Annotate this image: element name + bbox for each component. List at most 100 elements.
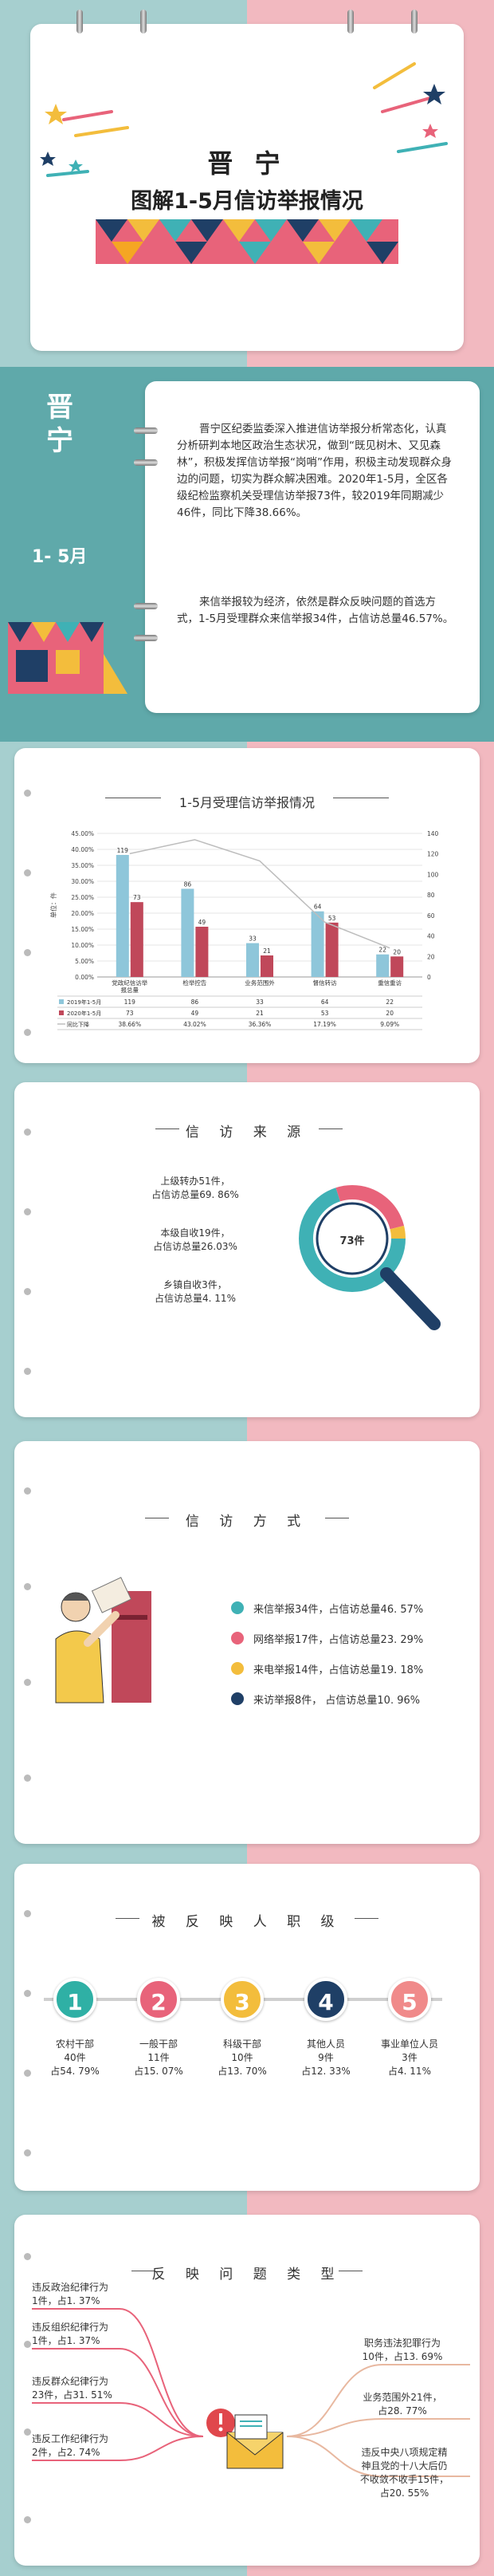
issue-right-3-type-a: 违反中央八项规定精: [361, 2447, 448, 2458]
rank-number-badge: 3: [221, 1978, 264, 2021]
y-left-tick-label: 30.00%: [71, 878, 94, 885]
binder-ring: [134, 603, 158, 609]
legend-label: 同比下降: [67, 1021, 89, 1028]
binder-ring: [76, 10, 83, 33]
bar-2020-value: 53: [328, 915, 336, 922]
rank-count: 10件: [231, 2052, 253, 2063]
title-rule: [355, 1918, 378, 1919]
table-cell: 20: [386, 1010, 394, 1017]
bar-2020: [390, 956, 404, 977]
chart-card: [14, 748, 480, 1063]
issue-right-3-type-b: 神且党的十八大后仍: [361, 2460, 448, 2472]
issue-right-2: 业务范围外21件， 占28. 77%: [343, 2391, 462, 2418]
intro-paragraph-1: 晋宁区纪委监委深入推进信访举报分析常态化，认真分析研判本地区政治生态状况，做到“…: [177, 423, 452, 519]
chart-section: 1-5月受理信访举报情况 45.00%40.00%35.00%30.00%25.…: [0, 742, 494, 1073]
issue-left-3-type: 违反群众纪律行为: [32, 2376, 109, 2387]
bar-2019-value: 119: [117, 847, 129, 854]
rank-count: 9件: [318, 2052, 334, 2063]
y-left-tick-label: 10.00%: [71, 942, 94, 949]
method-4-dot: [231, 1692, 244, 1705]
rank-number-badge: 5: [388, 1978, 431, 2021]
table-cell: 119: [124, 998, 136, 1006]
cover-pattern-band: [96, 219, 398, 264]
issue-left-1-value: 1件，占1. 37%: [32, 2295, 100, 2306]
issue-left-1: 违反政治纪律行为 1件，占1. 37%: [32, 2281, 151, 2308]
bar-2020-value: 21: [263, 947, 271, 955]
sources-section: 信 访 来 源 上级转办51件， 占信访总量69. 86% 本级自收19件， 占…: [0, 1073, 494, 1432]
table-cell: 43.02%: [183, 1021, 206, 1028]
rank-pct: 占15. 07%: [134, 2066, 183, 2077]
method-1-text: 来信举报34件，占信访总量46. 57%: [253, 1604, 424, 1616]
methods-section: 信 访 方 式 来信举报34件，占信访总量46. 57% 网络举报17件，占信访…: [0, 1432, 494, 1854]
punch-hole: [24, 1368, 31, 1375]
table-cell: 21: [256, 1010, 264, 1017]
table-cell: 64: [321, 998, 329, 1006]
issues-section: 反 映 问 题 类 型 违反政治纪律行为 1件，占1. 37% 违反组织纪律行为…: [0, 2205, 494, 2576]
y-axis-label: 单位：件: [49, 892, 57, 918]
source-item-1-count: 上级转办51件，: [160, 1176, 230, 1187]
issue-left-4-type: 违反工作纪律行为: [32, 2433, 109, 2444]
rank-count: 11件: [147, 2052, 170, 2063]
y-left-tick-label: 5.00%: [75, 958, 94, 965]
rank-pct: 占4. 11%: [388, 2066, 431, 2077]
method-2-text: 网络举报17件，占信访总量23. 29%: [253, 1634, 424, 1646]
y-right-tick-label: 40: [427, 933, 435, 940]
issue-left-2-type: 违反组织纪律行为: [32, 2322, 109, 2333]
issue-left-4: 违反工作纪律行为 2件，占2. 74%: [32, 2432, 151, 2460]
source-item-1: 上级转办51件， 占信访总量69. 86%: [120, 1175, 271, 1202]
rank-pct: 占13. 70%: [218, 2066, 267, 2077]
x-tick-label: 报总量: [121, 986, 139, 994]
table-cell: 22: [386, 998, 394, 1006]
punch-hole: [24, 1288, 31, 1295]
rank-number-badge: 4: [304, 1978, 347, 2021]
punch-hole: [24, 2428, 31, 2436]
punch-hole: [24, 2253, 31, 2260]
method-4-text: 来访举报8件， 占信访总量10. 96%: [253, 1695, 421, 1707]
issue-right-2-type: 业务范围外21件，: [363, 2392, 442, 2403]
legend-label: 2019年1-5月: [67, 998, 101, 1006]
legend-label: 2020年1-5月: [67, 1010, 101, 1017]
bar-2020: [130, 902, 143, 977]
title-rule: [319, 1128, 343, 1129]
ranks-card: [14, 1864, 480, 2191]
bar-2020: [261, 955, 273, 977]
issue-right-3-type-c: 不收敛不收手15件，: [359, 2474, 449, 2485]
x-tick-label: 党政纪信访举: [112, 979, 147, 987]
issue-left-2-value: 1件，占1. 37%: [32, 2335, 100, 2346]
punch-hole: [24, 1774, 31, 1782]
bar-2019: [246, 943, 259, 977]
rank-item-text: 一般干部 11件占15. 07%: [118, 2038, 199, 2078]
issue-left-1-type: 违反政治纪律行为: [32, 2282, 109, 2293]
y-right-tick-label: 20: [427, 953, 435, 960]
bar-2019: [181, 888, 194, 977]
intro-side-title: 晋宁: [46, 392, 73, 457]
punch-hole: [24, 1487, 31, 1495]
issue-left-2: 违反组织纪律行为 1件，占1. 37%: [32, 2321, 151, 2348]
cover-section: 晋 宁 图解1-5月信访举报情况: [0, 0, 494, 367]
punch-hole: [24, 949, 31, 956]
sources-center-label: 73件: [339, 1235, 365, 1247]
issues-connector-lines: [32, 2308, 470, 2477]
rank-name: 农村干部: [55, 2038, 94, 2050]
binder-ring: [134, 635, 158, 641]
source-item-3: 乡镇自收3件， 占信访总量4. 11%: [120, 1278, 271, 1306]
table-cell: 17.19%: [313, 1021, 336, 1028]
punch-hole: [24, 2070, 31, 2077]
bar-2020-value: 49: [198, 919, 206, 926]
punch-hole: [24, 1208, 31, 1215]
bar-2020-value: 73: [133, 894, 141, 901]
punch-hole: [24, 790, 31, 797]
binder-ring: [347, 10, 354, 33]
punch-hole: [24, 2516, 31, 2523]
issue-right-1-type: 职务违法犯罪行为: [363, 2338, 441, 2349]
source-item-2: 本级自收19件， 占信访总量26.03%: [120, 1227, 271, 1254]
source-item-2-count: 本级自收19件，: [160, 1227, 230, 1239]
rank-name: 一般干部: [139, 2038, 178, 2050]
y-left-tick-label: 25.00%: [71, 894, 94, 901]
intro-card: [145, 381, 480, 713]
bar-2020-value: 20: [393, 948, 401, 955]
source-item-3-count: 乡镇自收3件，: [163, 1279, 227, 1290]
